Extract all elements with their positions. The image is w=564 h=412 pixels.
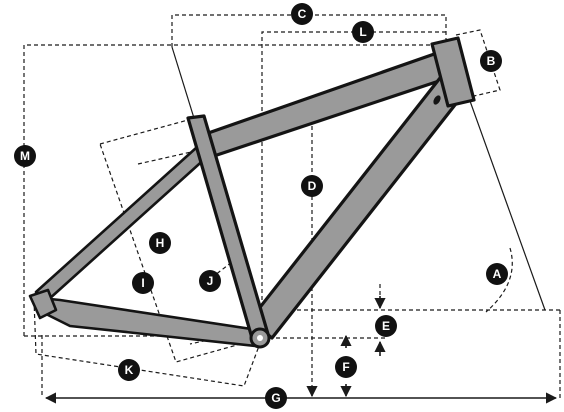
dim-line-J — [205, 261, 233, 283]
svg-text:H: H — [156, 236, 165, 250]
badge-J: J — [199, 270, 221, 292]
rear-dropout — [28, 288, 58, 320]
svg-text:M: M — [20, 149, 30, 163]
badge-B: B — [480, 50, 502, 72]
seat-stay — [34, 146, 210, 302]
dimension-badges: A B C D E F G H I J K L M — [14, 3, 508, 409]
bike-frame — [28, 36, 476, 349]
svg-text:E: E — [382, 319, 390, 333]
svg-text:C: C — [298, 7, 307, 21]
badge-G: G — [265, 387, 287, 409]
svg-text:B: B — [487, 54, 496, 68]
svg-text:F: F — [342, 360, 349, 374]
dim-line-M — [23, 44, 446, 336]
svg-text:L: L — [359, 25, 366, 39]
badge-D: D — [301, 175, 323, 197]
badge-I: I — [132, 272, 154, 294]
dimension-lines — [23, 14, 561, 404]
svg-text:J: J — [207, 274, 214, 288]
svg-text:D: D — [308, 179, 317, 193]
badge-C: C — [291, 3, 313, 25]
dim-line-L — [261, 31, 446, 328]
chainstay — [38, 296, 260, 348]
svg-text:A: A — [493, 267, 502, 281]
dim-arc-A — [485, 247, 513, 313]
svg-text:G: G — [271, 391, 280, 405]
head-tube — [430, 36, 476, 108]
badge-A: A — [486, 263, 508, 285]
badge-K: K — [118, 359, 140, 381]
badge-E: E — [375, 315, 397, 337]
svg-text:K: K — [125, 363, 134, 377]
dim-line-K — [33, 299, 263, 387]
head-angle-line — [455, 61, 546, 311]
svg-text:I: I — [141, 276, 144, 290]
badge-L: L — [352, 21, 374, 43]
badge-F: F — [335, 356, 357, 378]
badge-M: M — [14, 145, 36, 167]
badge-H: H — [149, 232, 171, 254]
